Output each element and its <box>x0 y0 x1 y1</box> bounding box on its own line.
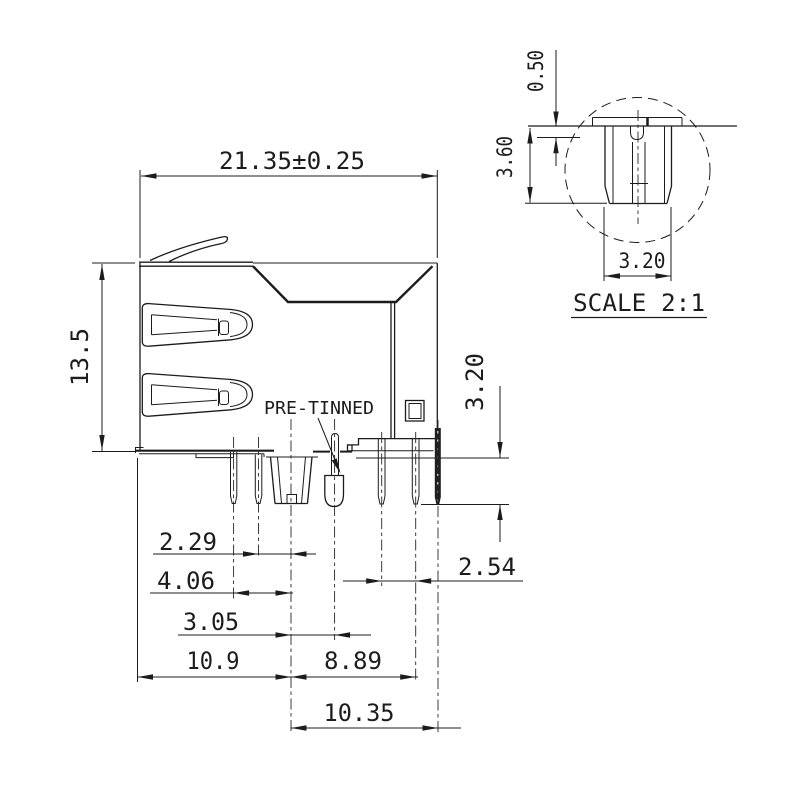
dim-4-06-label: 4.06 <box>157 567 215 595</box>
body-top-recess <box>252 265 434 304</box>
back-window-outer <box>404 399 425 422</box>
dim-10-9-label: 10.9 <box>187 647 240 675</box>
detail-view: 0.50 3.60 3.20 SCALE 2:1 <box>493 50 737 319</box>
dim-pin-protrusion-label: 3.20 <box>461 353 489 411</box>
emi-finger <box>149 235 229 263</box>
latch-contacts <box>141 302 254 417</box>
pre-tinned-hatched-tip <box>324 474 345 508</box>
dim-0-50-label: 0.50 <box>524 50 548 92</box>
bottom-step-notch <box>195 453 234 459</box>
dim-3-60-label: 3.60 <box>493 136 517 178</box>
detail-labels: 0.50 3.60 3.20 SCALE 2:1 <box>493 50 707 319</box>
pre-tinned-label: PRE-TINNED <box>264 398 374 419</box>
right-flange-step <box>346 437 435 452</box>
detail-dimensions <box>525 50 672 281</box>
dim-overall-width-label: 21.35±0.25 <box>219 147 365 175</box>
pre-tinned-callout: PRE-TINNED <box>264 398 374 475</box>
solder-pins <box>230 428 441 508</box>
dimensions <box>92 170 523 731</box>
dim-2-54-label: 2.54 <box>458 553 516 581</box>
dim-3-20-detail-label: 3.20 <box>619 249 666 273</box>
body-top-shield-edge <box>139 261 253 267</box>
back-window-inner <box>408 403 422 419</box>
dim-8-89-label: 8.89 <box>324 647 382 675</box>
dim-3-05-label: 3.05 <box>183 608 239 636</box>
dimension-labels: 21.35±0.25 13.5 3.20 2.29 4.06 3.05 10.9… <box>66 147 516 727</box>
pin-hole-notch <box>630 126 644 141</box>
main-view: 21.35±0.25 13.5 3.20 2.29 4.06 3.05 10.9… <box>66 147 523 733</box>
detail-geometry <box>528 110 737 224</box>
dim-10-35-label: 10.35 <box>324 699 395 727</box>
connector-body <box>135 261 438 459</box>
post-flange <box>592 117 683 126</box>
mounting-post <box>266 456 318 505</box>
detail-boundary-circle <box>564 97 711 243</box>
centerlines <box>233 419 439 733</box>
dim-2-29-label: 2.29 <box>159 528 217 556</box>
dim-overall-height-label: 13.5 <box>66 328 94 386</box>
body-back-wall <box>390 302 396 439</box>
detail-scale-label: SCALE 2:1 <box>573 289 705 317</box>
